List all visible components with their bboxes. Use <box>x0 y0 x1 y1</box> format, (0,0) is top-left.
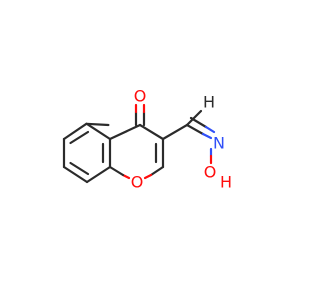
imine-nitrogen-label: N <box>213 134 225 153</box>
bond-c4a-c5-link <box>85 122 112 141</box>
aldehyde-hydrogen-label: H <box>203 93 215 112</box>
bond-inner-c7-c8 <box>69 161 90 176</box>
bond-inner-c5-c6 <box>69 130 90 145</box>
ring-oxygen-label: O <box>131 173 144 192</box>
bond-c4-c3 <box>138 123 165 141</box>
bond-c5-c6 <box>62 122 88 141</box>
bond-o1-c8a <box>108 165 125 177</box>
bond-c7-c8 <box>62 165 89 184</box>
bond-o1-c8a-segment <box>121 173 131 180</box>
bond-ch-n-b <box>189 116 208 129</box>
pyranone-ring <box>108 123 165 180</box>
bond-c4a-c4 <box>108 123 142 141</box>
bond-ch-n-b-blue <box>204 125 216 134</box>
chromone-oxime-structure: O O H N O H <box>62 87 232 192</box>
bond-c4a-c5 <box>85 122 110 127</box>
hydroxyl-oxygen-label: O <box>204 163 217 182</box>
benzene-ring <box>62 122 112 184</box>
bond-o1-segment <box>143 173 153 180</box>
bond-ch-n-a-blue <box>201 132 213 140</box>
carbonyl-oxygen-label: O <box>134 87 147 106</box>
bond-c8-c8a <box>85 165 112 184</box>
bond-ch-h <box>185 109 203 127</box>
carbonyl-group <box>134 103 146 127</box>
bond-ch-n-a <box>185 123 205 136</box>
hydroxyl-hydrogen-label: H <box>220 173 232 192</box>
bond-c2-o1 <box>149 165 165 177</box>
oxime-side-chain <box>161 109 216 165</box>
bond-c3-ch <box>161 123 189 141</box>
